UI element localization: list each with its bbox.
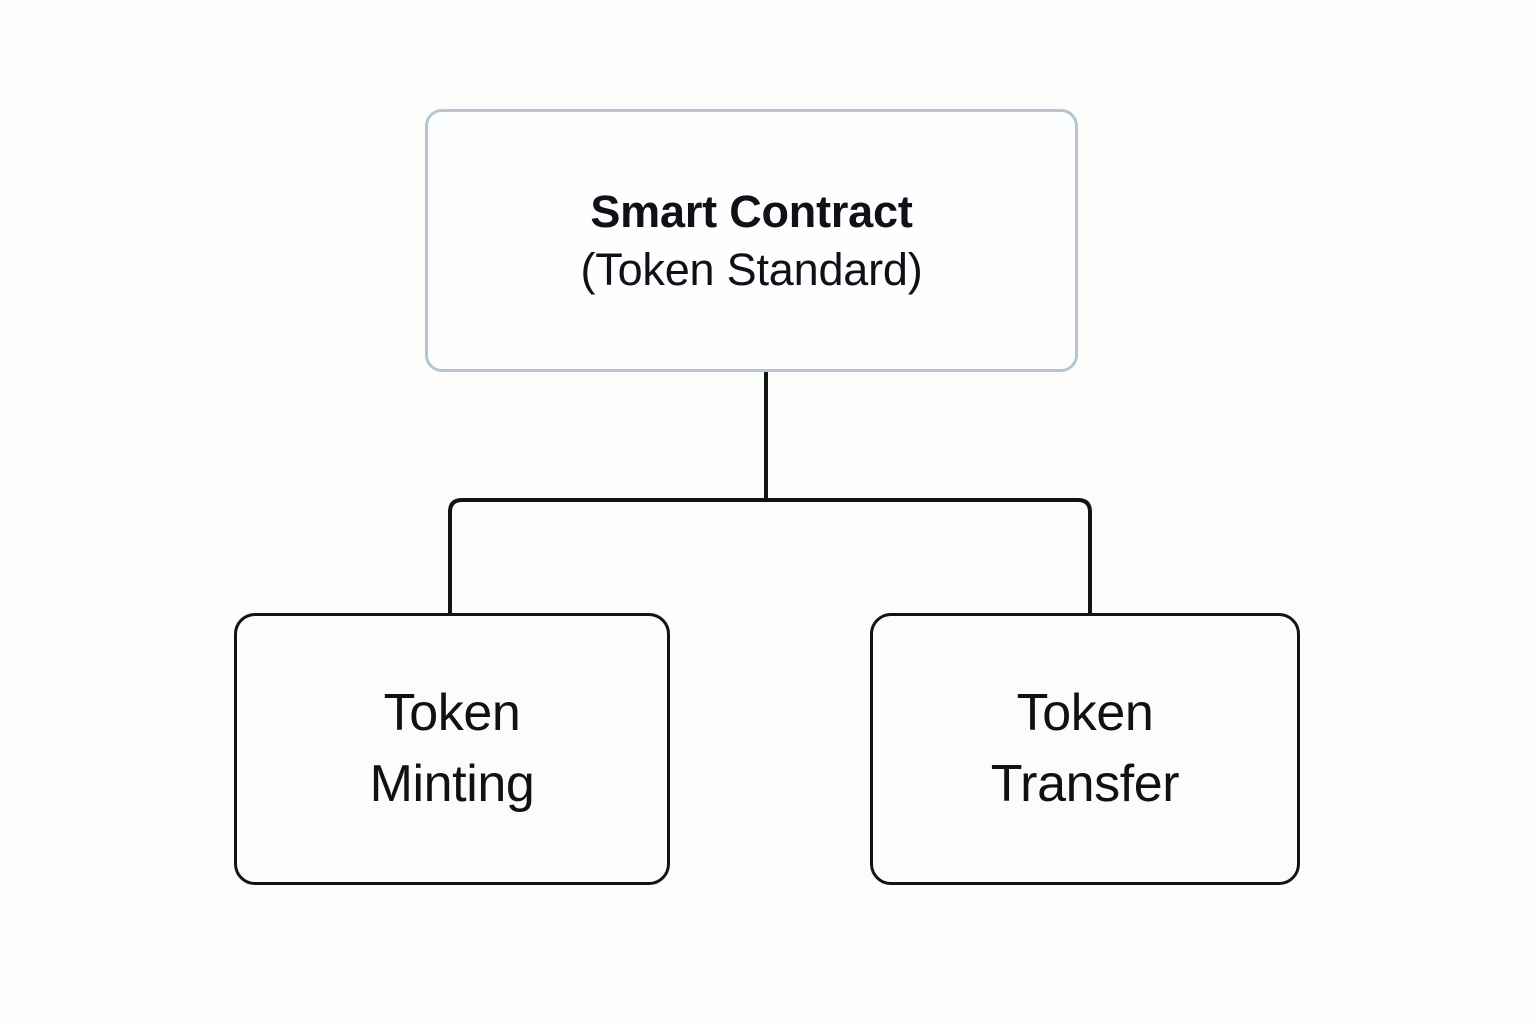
node-token-minting-line1: Token — [383, 684, 521, 743]
node-token-minting-line2: Minting — [369, 755, 535, 813]
node-token-transfer-line2: Transfer — [990, 755, 1180, 813]
node-smart-contract[interactable]: Smart Contract (Token Standard) — [425, 109, 1078, 372]
node-token-transfer-line1: Token — [1016, 684, 1154, 743]
node-smart-contract-title: Smart Contract — [590, 186, 913, 238]
node-token-transfer[interactable]: Token Transfer — [870, 613, 1300, 885]
node-token-minting[interactable]: Token Minting — [234, 613, 670, 885]
connector-branch-left — [448, 498, 766, 613]
connector-branch-right — [766, 498, 1092, 613]
node-smart-contract-subtitle: (Token Standard) — [580, 243, 923, 295]
